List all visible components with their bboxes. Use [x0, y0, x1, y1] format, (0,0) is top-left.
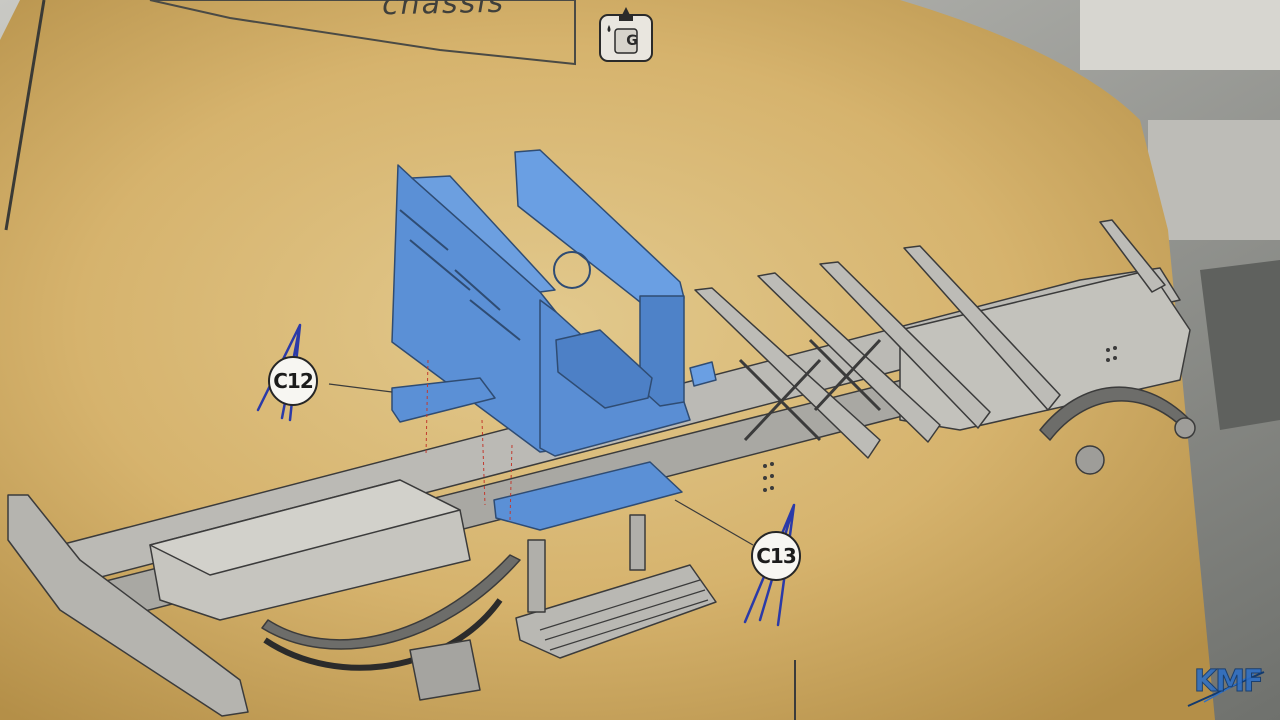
guide-line [425, 359, 429, 456]
bolt-holes [763, 346, 1117, 492]
side-step [515, 564, 717, 659]
bolt-hole [763, 488, 767, 492]
seat-left-panel-top [411, 175, 556, 293]
leaf-spring-front-shadow [263, 598, 503, 671]
floor-plate-left [391, 377, 496, 423]
seat-cushion [555, 329, 653, 409]
panel-detail-lines [399, 209, 521, 341]
part-callout-c12: C12 [268, 356, 318, 406]
cross-member-5 [1099, 219, 1166, 293]
c13-leader-line [674, 499, 754, 546]
cross-member-1 [694, 287, 881, 459]
step-bracket [527, 539, 546, 613]
background-object-mid [1148, 120, 1280, 240]
guide-line [481, 419, 486, 506]
bolt-hole [770, 474, 774, 478]
fuel-tank-top [149, 479, 461, 576]
bolt-hole [1113, 356, 1117, 360]
front-crossmember [7, 494, 249, 717]
bolt-hole [763, 464, 767, 468]
bolt-hole [763, 476, 767, 480]
glue-bottle-icon [599, 7, 653, 62]
axle-bracket [409, 639, 481, 701]
bolt-hole [770, 462, 774, 466]
leaf-spring-front [261, 554, 521, 650]
assembly-guide-lines [425, 359, 513, 521]
page-section-title: chassis [381, 0, 506, 23]
grab-handle [689, 361, 717, 387]
cross-member-4 [903, 245, 1061, 411]
highlighted-parts [391, 149, 717, 531]
step-bracket-2 [629, 514, 646, 571]
side-step-treads [539, 579, 709, 651]
header-box [149, 0, 576, 66]
steering-wheel [553, 251, 591, 289]
bolt-hole [770, 486, 774, 490]
cross-member-2 [757, 272, 941, 443]
rear-hanger [1075, 445, 1105, 475]
cross-member-3 [819, 261, 991, 429]
c12-leader-line [328, 383, 393, 393]
watermark-logo [1187, 671, 1265, 707]
x-brace-2 [808, 338, 882, 412]
x-brace-1 [738, 358, 822, 442]
bolt-hole [1113, 346, 1117, 350]
rear-spring-eye [1174, 417, 1196, 439]
background-object-top [1080, 0, 1280, 70]
bolt-hole [1106, 358, 1110, 362]
guide-line [509, 444, 513, 521]
part-callout-c13: C13 [751, 531, 801, 581]
watermark-text: KMF [1194, 664, 1265, 700]
bolt-hole [1106, 348, 1110, 352]
background-machinery [1200, 260, 1280, 430]
glue-type-letter: G [626, 33, 638, 49]
floor-plate-c13 [493, 461, 683, 531]
paper-left-edge-line [4, 0, 46, 231]
